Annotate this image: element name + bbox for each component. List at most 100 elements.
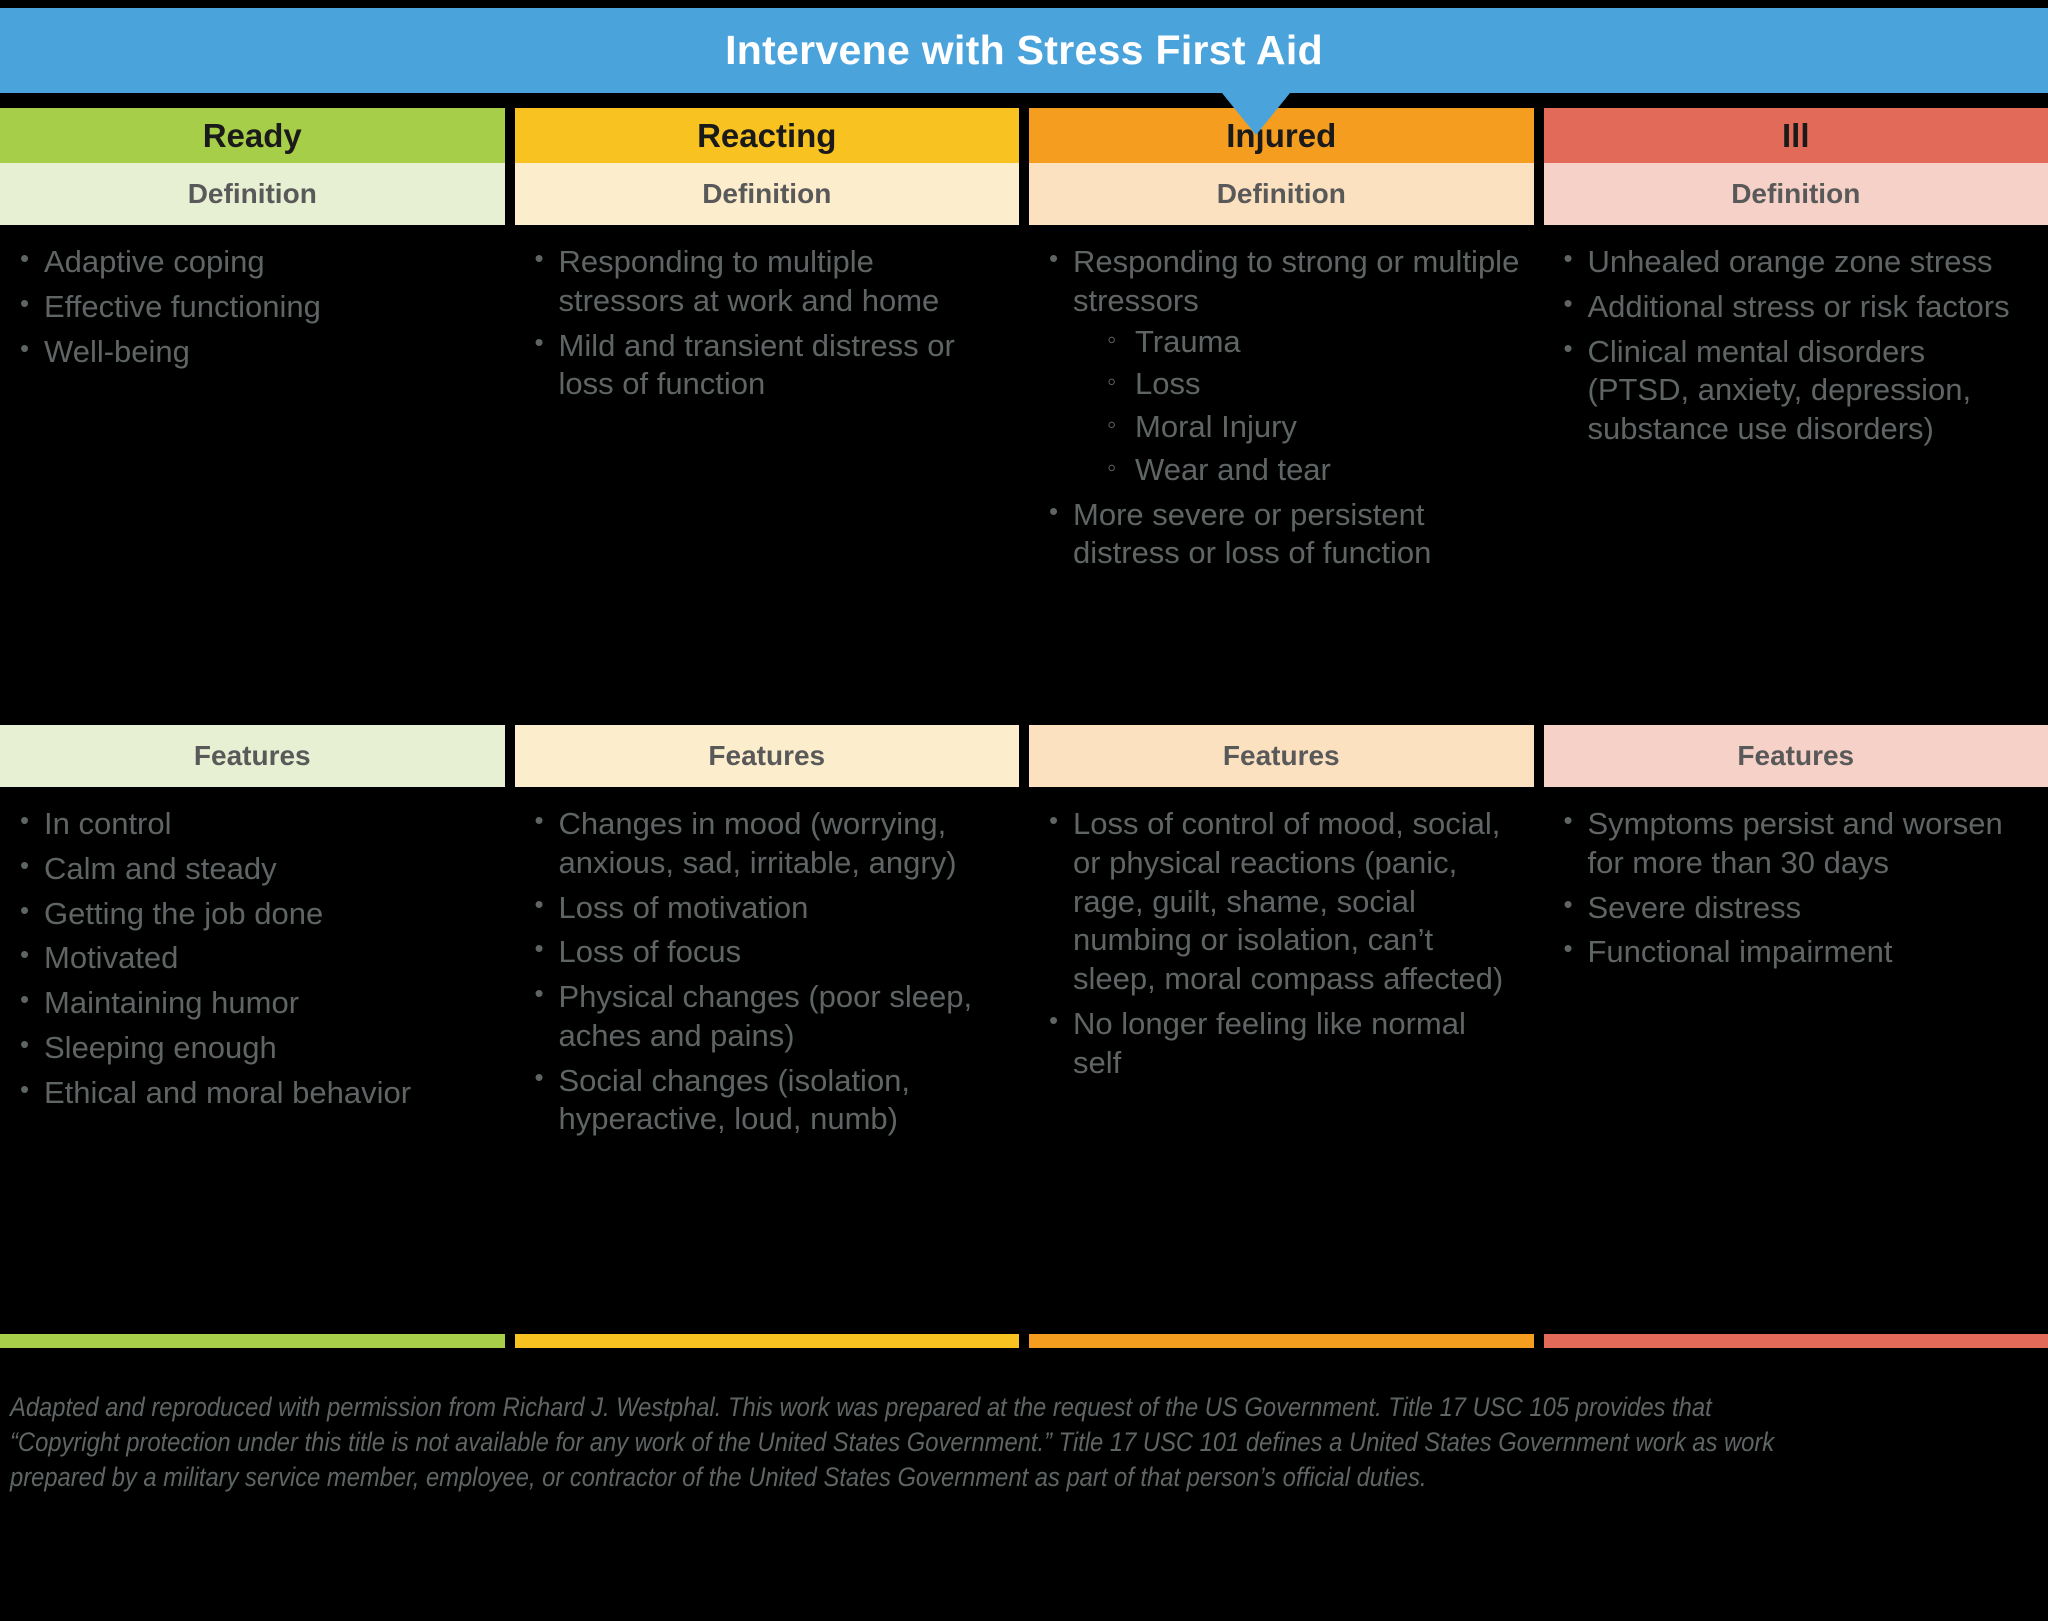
features-header-injured: Features: [1029, 725, 1534, 787]
list-item: Effective functioning: [14, 287, 491, 327]
features-body-ready: In control Calm and steady Getting the j…: [0, 787, 505, 1334]
list-item: Severe distress: [1558, 888, 2035, 928]
features-label-ready: Features: [193, 740, 311, 771]
list-item: Calm and steady: [14, 849, 491, 889]
features-header-ill: Features: [1543, 725, 2048, 787]
list-item-text: Getting the job done: [44, 895, 324, 931]
list-item-text: Unhealed orange zone stress: [1587, 244, 1993, 279]
sub-list-item: Loss: [1073, 365, 1520, 404]
list-item-text: Mild and transient distress or loss of f…: [558, 327, 955, 402]
list-item-text: Symptoms persist and worsen for more tha…: [1587, 806, 2003, 880]
features-label-ill: Features: [1737, 740, 1855, 771]
page-title: Intervene with Stress First Aid: [725, 27, 1323, 73]
list-item: Adaptive coping: [14, 242, 491, 282]
definition-body-ill: Unhealed orange zone stress Additional s…: [1543, 225, 2048, 725]
list-item-text: Severe distress: [1587, 889, 1802, 925]
features-label-injured: Features: [1222, 740, 1340, 771]
definition-label-ready: Definition: [187, 178, 317, 209]
list-item-text: Responding to multiple stressors at work…: [558, 244, 940, 318]
column-injured: Injured Definition Responding to strong …: [1029, 108, 1534, 1348]
features-header-ready: Features: [0, 725, 505, 787]
column-header-ready[interactable]: Ready: [0, 108, 505, 163]
continuum-columns: Ready Definition Adaptive coping Effecti…: [0, 108, 2048, 1348]
column-title-ill: Ill: [1781, 116, 1810, 154]
definition-label-injured: Definition: [1216, 178, 1346, 209]
list-item-text: Effective functioning: [44, 288, 321, 324]
features-list-reacting: Changes in mood (worrying, anxious, sad,…: [529, 804, 1006, 1140]
list-item-text: Sleeping enough: [44, 1029, 277, 1065]
column-header-reacting[interactable]: Reacting: [514, 108, 1019, 163]
list-item: Physical changes (poor sleep, aches and …: [529, 977, 1006, 1056]
footnote-attribution: Adapted and reproduced with permission f…: [10, 1392, 1775, 1493]
column-title-ready: Ready: [202, 116, 302, 154]
list-item-text: Functional impairment: [1587, 934, 1893, 970]
list-item: In control: [14, 804, 491, 844]
list-item-text: Social changes (isolation, hyperactive, …: [558, 1062, 911, 1137]
definition-list-injured: Responding to strong or multiple stresso…: [1043, 242, 1520, 574]
list-item-text: No longer feeling like normal self: [1073, 1005, 1466, 1080]
definition-header-ill: Definition: [1543, 163, 2048, 225]
features-label-reacting: Features: [708, 740, 826, 771]
bottom-strip-injured: [1029, 1334, 1534, 1348]
list-item-text: Additional stress or risk factors: [1587, 288, 2010, 324]
list-item-text: In control: [44, 806, 172, 841]
list-item: Loss of motivation: [529, 888, 1006, 928]
list-item: Clinical mental disorders (PTSD, anxiety…: [1558, 331, 2035, 449]
list-item-text: Physical changes (poor sleep, aches and …: [558, 979, 973, 1053]
definition-header-reacting: Definition: [514, 163, 1019, 225]
list-item-text: Clinical mental disorders (PTSD, anxiety…: [1587, 333, 1972, 447]
list-item: Well-being: [14, 332, 491, 372]
list-item: More severe or persistent distress or lo…: [1043, 495, 1520, 574]
list-item-text: Motivated: [44, 940, 179, 976]
definition-body-injured: Responding to strong or multiple stresso…: [1029, 225, 1534, 725]
list-item: Motivated: [14, 938, 491, 978]
features-list-ready: In control Calm and steady Getting the j…: [14, 804, 491, 1113]
list-item-text: Loss of focus: [558, 934, 742, 970]
list-item: Responding to multiple stressors at work…: [529, 242, 1006, 321]
list-item-text: Loss of control of mood, social, or phys…: [1073, 806, 1504, 996]
definition-header-injured: Definition: [1029, 163, 1534, 225]
column-title-reacting: Reacting: [697, 116, 837, 154]
list-item: Changes in mood (worrying, anxious, sad,…: [529, 804, 1006, 883]
list-item: Ethical and moral behavior: [14, 1073, 491, 1113]
list-item-text: Well-being: [44, 333, 190, 369]
features-list-injured: Loss of control of mood, social, or phys…: [1043, 804, 1520, 1083]
features-list-ill: Symptoms persist and worsen for more tha…: [1558, 804, 2035, 972]
list-item-text: Maintaining humor: [44, 985, 300, 1020]
list-item-text: Changes in mood (worrying, anxious, sad,…: [558, 806, 957, 880]
features-body-injured: Loss of control of mood, social, or phys…: [1029, 787, 1534, 1334]
list-item-text: Calm and steady: [44, 850, 277, 886]
title-banner: Intervene with Stress First Aid: [0, 8, 2048, 93]
definition-label-reacting: Definition: [702, 178, 832, 209]
definition-list-ready: Adaptive coping Effective functioning We…: [14, 242, 491, 372]
definition-list-ill: Unhealed orange zone stress Additional s…: [1558, 242, 2035, 449]
list-item: Unhealed orange zone stress: [1558, 242, 2035, 282]
list-item: Getting the job done: [14, 894, 491, 934]
features-body-reacting: Changes in mood (worrying, anxious, sad,…: [514, 787, 1019, 1334]
list-item-text: Responding to strong or multiple stresso…: [1073, 244, 1520, 318]
column-header-ill[interactable]: Ill: [1543, 108, 2048, 163]
list-item: No longer feeling like normal self: [1043, 1004, 1520, 1083]
list-item-text: Adaptive coping: [44, 244, 265, 279]
definition-label-ill: Definition: [1731, 178, 1861, 209]
banner-pointer-triangle: [1222, 93, 1290, 135]
list-item: Responding to strong or multiple stresso…: [1043, 242, 1520, 490]
list-item: Social changes (isolation, hyperactive, …: [529, 1061, 1006, 1140]
list-item: Loss of control of mood, social, or phys…: [1043, 804, 1520, 999]
definition-sublist-injured: Trauma Loss Moral Injury Wear and tear: [1073, 323, 1520, 490]
definition-body-ready: Adaptive coping Effective functioning We…: [0, 225, 505, 725]
list-item: Symptoms persist and worsen for more tha…: [1558, 804, 2035, 883]
features-header-reacting: Features: [514, 725, 1019, 787]
sub-list-item: Trauma: [1073, 323, 1520, 362]
list-item-text: More severe or persistent distress or lo…: [1073, 496, 1432, 571]
list-item: Maintaining humor: [14, 983, 491, 1023]
column-ready: Ready Definition Adaptive coping Effecti…: [0, 108, 505, 1348]
definition-body-reacting: Responding to multiple stressors at work…: [514, 225, 1019, 725]
list-item-text: Loss of motivation: [558, 889, 809, 925]
bottom-strip-ready: [0, 1334, 505, 1348]
sub-list-item: Wear and tear: [1073, 451, 1520, 490]
list-item: Functional impairment: [1558, 932, 2035, 972]
list-item: Additional stress or risk factors: [1558, 287, 2035, 327]
column-reacting: Reacting Definition Responding to multip…: [514, 108, 1019, 1348]
